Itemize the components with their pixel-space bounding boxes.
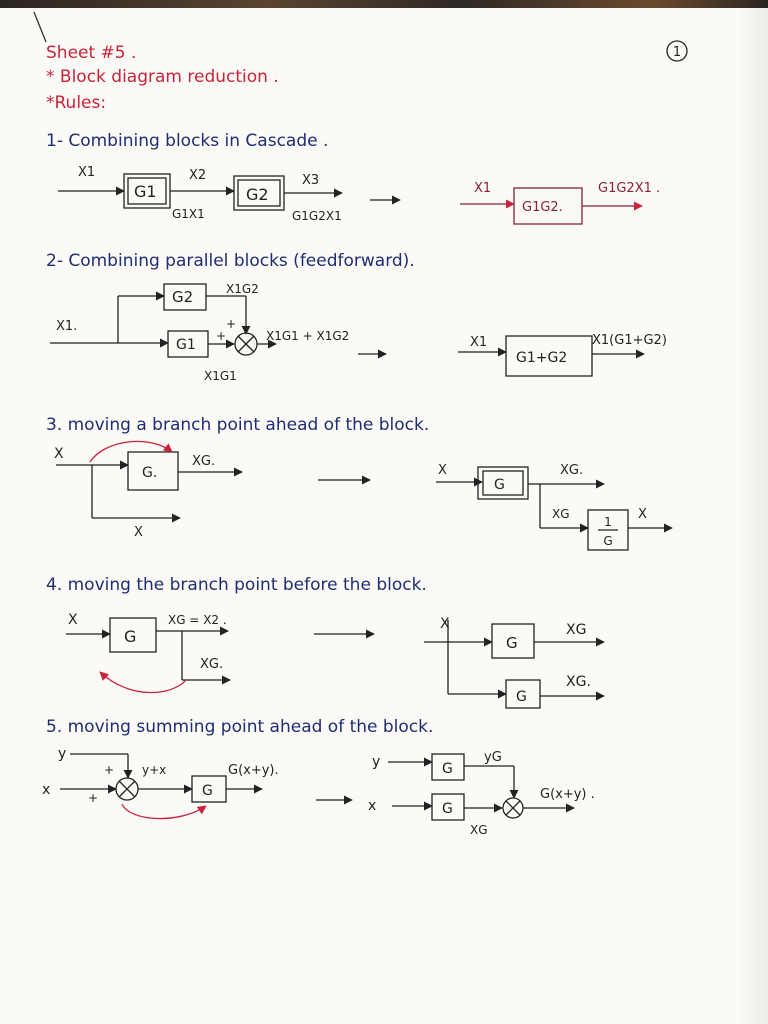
result-label-g-x: G [442, 801, 453, 817]
plus-sign-left: + [88, 791, 98, 805]
label-x: x [42, 782, 50, 798]
label-sum-output: X1G1 + X1G2 [266, 329, 349, 343]
topic-subtitle: * Block diagram reduction . [46, 67, 279, 87]
red-move-arrow [99, 671, 187, 694]
plus-sign-top: + [226, 317, 236, 331]
result-label-xg-branch: XG [552, 507, 570, 521]
inverse-numerator: 1 [604, 515, 612, 529]
result-label-output: X1(G1+G2) [592, 333, 667, 348]
result-label-x: X [440, 616, 450, 632]
result-label-g: G [494, 477, 505, 493]
label-y-plus-x: y+x [142, 763, 166, 777]
block-g2 [163, 283, 207, 311]
label-g1g2x1: G1G2X1 [292, 209, 342, 223]
section-1-heading: 1- Combining blocks in Cascade . [46, 131, 328, 151]
label-xg-eq: XG = X2 . [168, 613, 227, 627]
label-x3: X3 [302, 173, 319, 188]
block-g-y [431, 753, 465, 781]
sheet-title: Sheet #5 . [46, 43, 136, 63]
label-g: G [202, 783, 213, 799]
summing-cross [237, 335, 255, 353]
block-g [127, 451, 179, 491]
paper-shadow [738, 0, 768, 1024]
label-g1x1: G1X1 [172, 207, 205, 221]
rules-label: *Rules: [46, 93, 106, 113]
block-inverse-g [587, 509, 629, 551]
block-g-bottom [505, 679, 541, 709]
result-label-xg: XG. [560, 463, 583, 478]
desk-edge-band [0, 0, 768, 8]
label-y: y [58, 746, 66, 762]
label-x1g2: X1G2 [226, 282, 259, 296]
label-g2: G2 [172, 288, 193, 306]
label-output: G(x+y). [228, 763, 279, 778]
section-4-heading: 4. moving the branch point before the bl… [46, 575, 427, 595]
red-move-arrow [89, 440, 173, 463]
header: Sheet #5 . * Block diagram reduction . *… [33, 11, 688, 113]
result-label-g-bottom: G [516, 689, 527, 705]
page-number-circle [666, 40, 688, 62]
block-g [109, 617, 157, 653]
summing-cross [118, 780, 136, 798]
result-label-y: y [372, 754, 380, 770]
result-block-label: G1G2. [522, 200, 563, 215]
label-x2: X2 [189, 168, 206, 183]
section-5-summing-ahead: 5. moving summing point ahead of the blo… [42, 717, 595, 837]
result-label-g-top: G [506, 634, 518, 652]
section-2-parallel: 2- Combining parallel blocks (feedforwar… [46, 251, 667, 383]
result-label-x: X [438, 463, 447, 478]
result-label-output: G1G2X1 . [598, 181, 660, 196]
section-3-heading: 3. moving a branch point ahead of the bl… [46, 415, 429, 435]
result-block-label: G1+G2 [516, 350, 567, 366]
block-g [477, 466, 529, 500]
red-move-arrow [121, 803, 207, 820]
plus-sign-left: + [216, 329, 226, 343]
result-label-x: x [368, 798, 376, 814]
result-label-output: X [638, 507, 647, 522]
label-x1: X1. [56, 319, 77, 334]
label-xg: XG. [200, 657, 223, 672]
result-label-x1: X1 [470, 335, 487, 350]
label-g: G [124, 627, 136, 646]
label-x1g1: X1G1 [204, 369, 237, 383]
result-label-xg: XG [470, 823, 488, 837]
result-label-output: G(x+y) . [540, 787, 595, 802]
summing-cross [505, 800, 521, 816]
result-label-xg-top: XG [566, 622, 586, 638]
plus-sign-top: + [104, 763, 114, 777]
label-g2: G2 [246, 185, 269, 204]
result-label-yg: yG [484, 750, 502, 765]
label-x1: X1 [78, 165, 95, 180]
block-g2-inner [237, 179, 281, 207]
block-g-inner [482, 470, 524, 496]
label-g1: G1 [134, 182, 157, 201]
block-g-x [431, 793, 465, 821]
result-label-xg-bottom: XG. [566, 674, 591, 690]
section-2-heading: 2- Combining parallel blocks (feedforwar… [46, 251, 415, 271]
label-x: X [68, 612, 78, 628]
block-g1-plus-g2 [505, 335, 593, 377]
section-4-branch-before: 4. moving the branch point before the bl… [46, 575, 605, 709]
inverse-denominator: G [603, 534, 612, 548]
label-x: X [54, 446, 64, 462]
label-g: G. [142, 465, 157, 481]
section-3-branch-ahead: 3. moving a branch point ahead of the bl… [46, 415, 673, 551]
section-5-heading: 5. moving summing point ahead of the blo… [46, 717, 433, 737]
page-number: 1 [673, 45, 681, 60]
section-1-cascade: 1- Combining blocks in Cascade . X1 G1 X… [46, 131, 660, 225]
block-g-top [491, 623, 535, 659]
result-label-x1: X1 [474, 181, 491, 196]
label-g1: G1 [176, 337, 196, 353]
label-x-bottom: X [134, 525, 143, 540]
result-label-g-y: G [442, 761, 453, 777]
pencil-mark [33, 11, 47, 43]
label-xg: XG. [192, 454, 215, 469]
block-g1-inner [127, 177, 167, 205]
